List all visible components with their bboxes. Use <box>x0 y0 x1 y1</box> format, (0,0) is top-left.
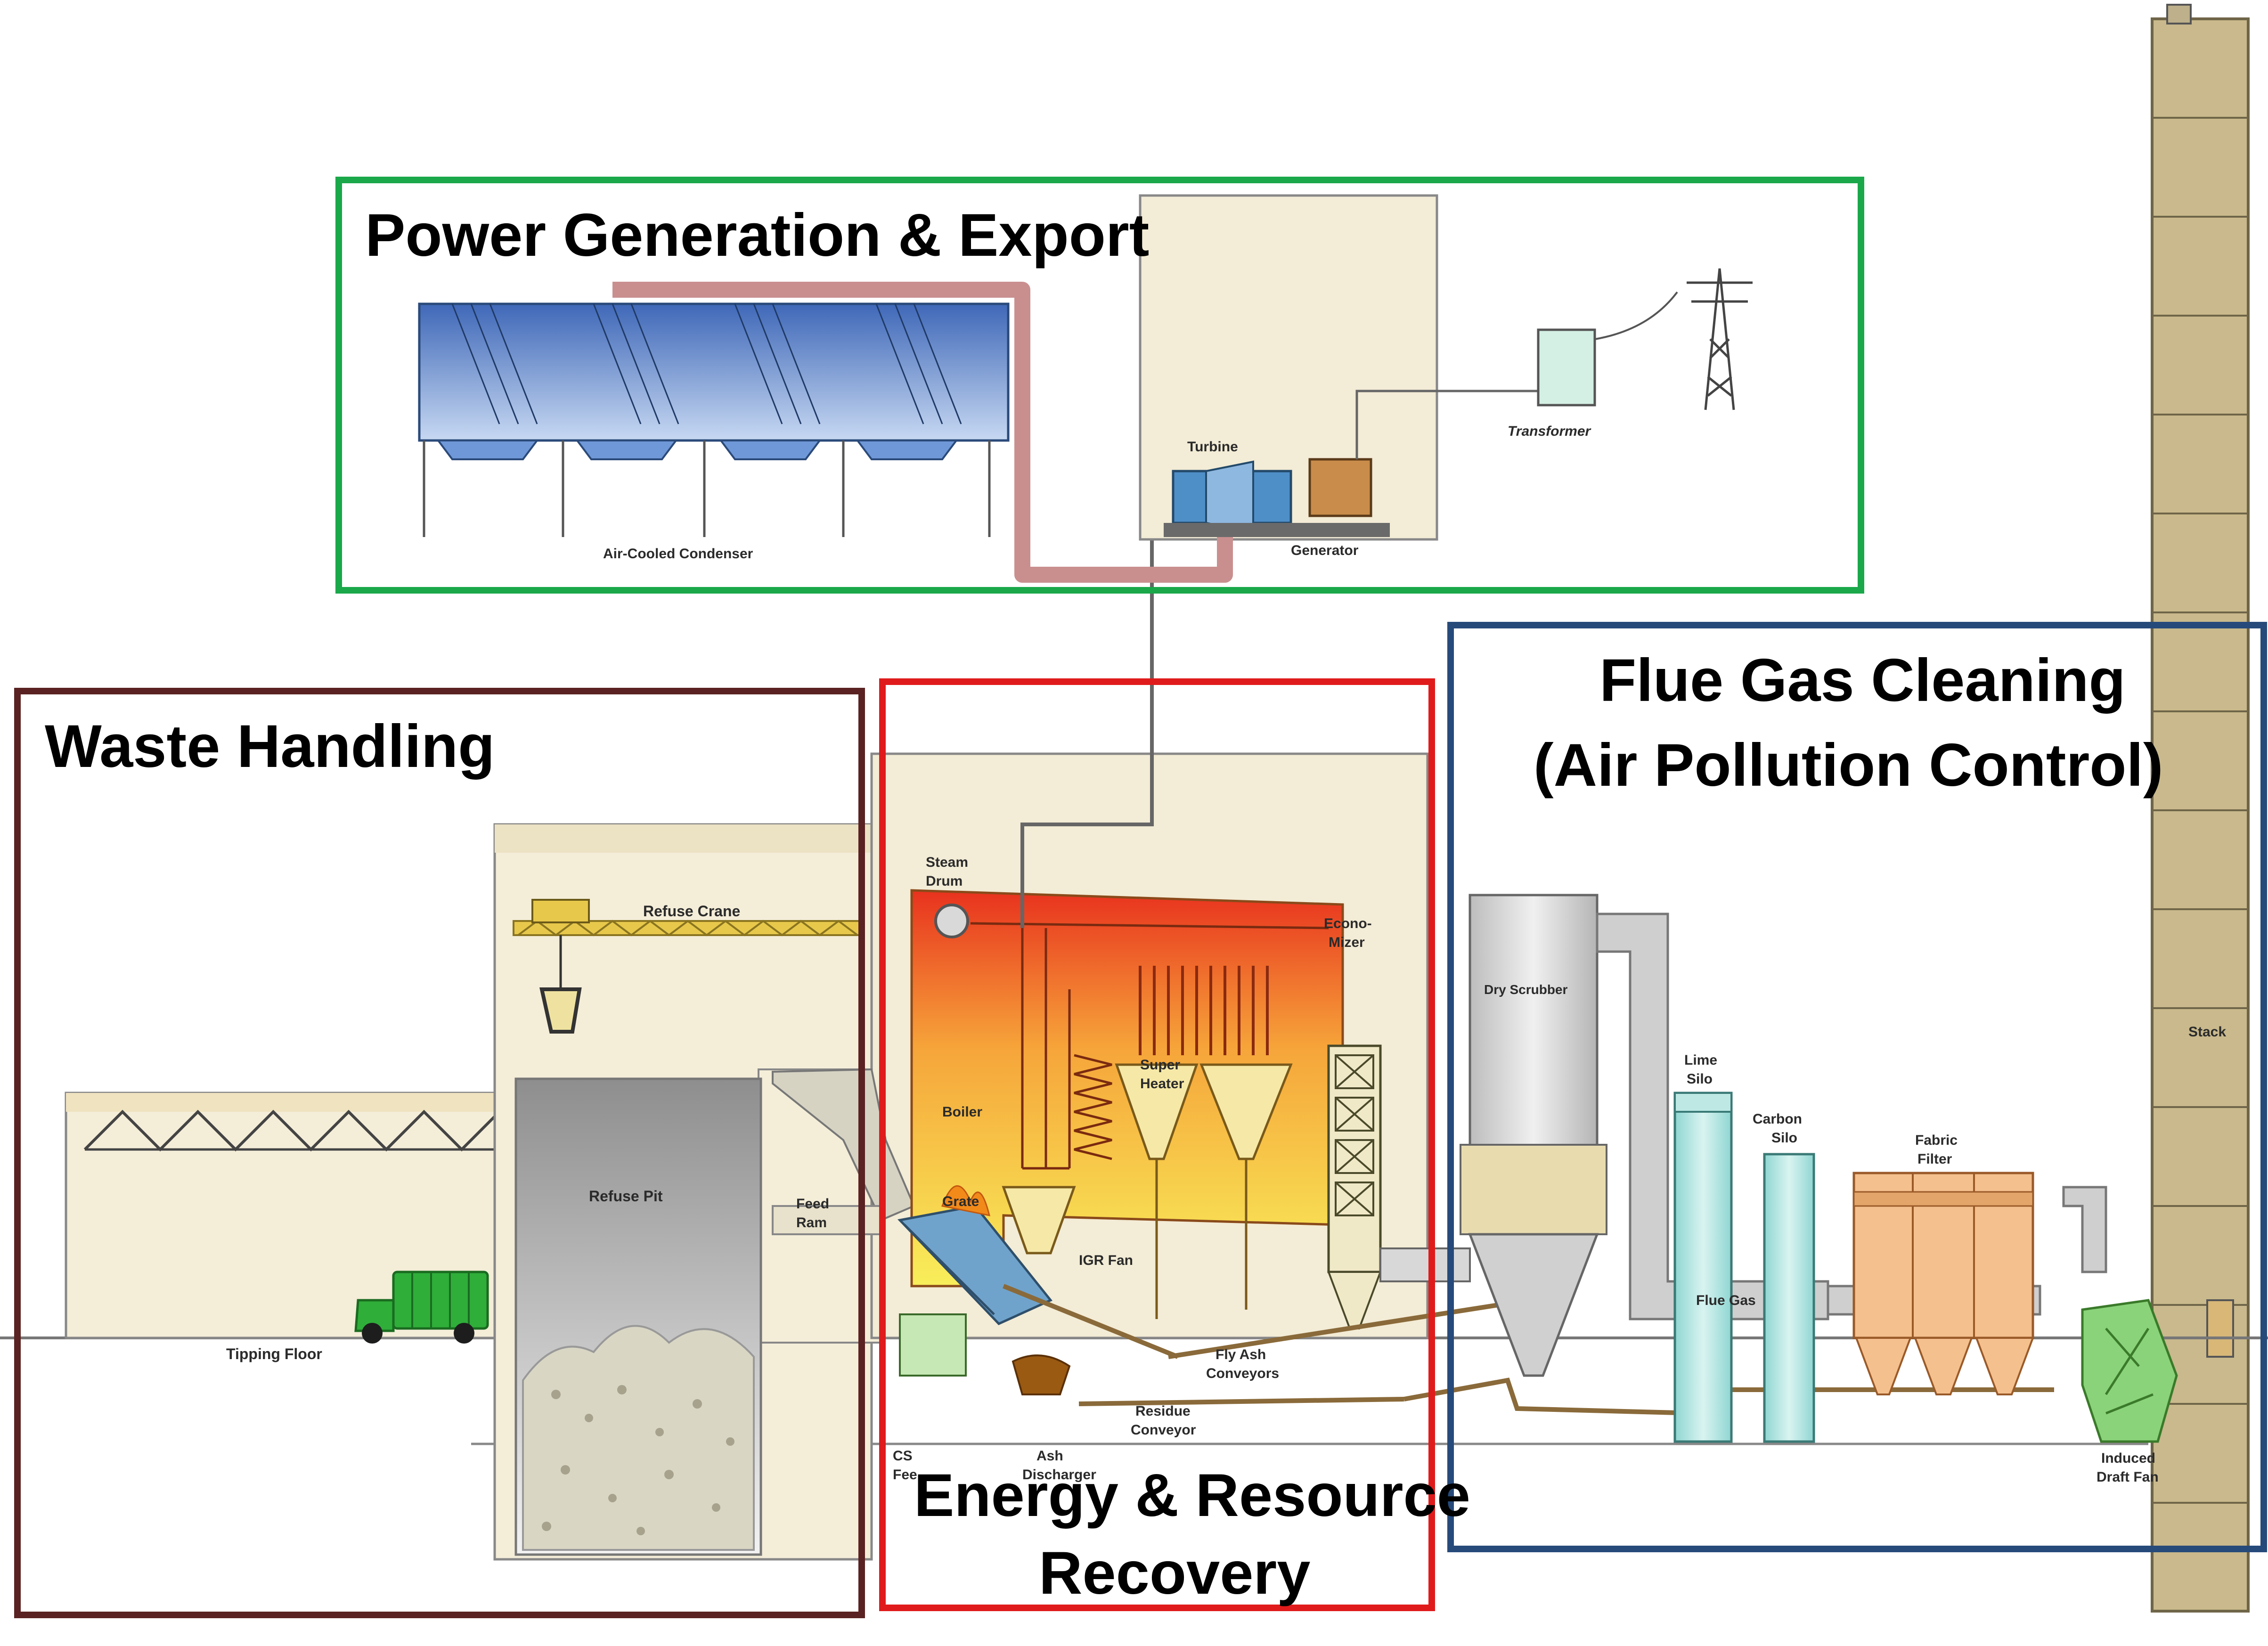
feed-ram-label-2: Ram <box>796 1215 827 1230</box>
exhaust-steam-duct <box>612 282 1233 583</box>
flue-gas-cleaning-box <box>1447 622 2267 1552</box>
boiler-label: Boiler <box>942 1104 982 1120</box>
grate <box>897 1185 1071 1395</box>
waste-handling-box <box>14 688 865 1618</box>
refuse-pit-label: Refuse Pit <box>589 1188 663 1205</box>
residue-conveyor-label-2: Conveyor <box>1131 1422 1196 1438</box>
turbine-label: Turbine <box>1187 439 1238 455</box>
carbon-silo <box>1763 1153 1815 1443</box>
fabric-filter-label-2: Filter <box>1917 1151 1952 1167</box>
generator-label: Generator <box>1291 543 1359 558</box>
air-cooled-condenser <box>418 302 1010 537</box>
cs-feed-label-2: Fee <box>893 1467 917 1483</box>
fly-ash-conveyors-label-2: Conveyors <box>1206 1366 1279 1381</box>
transformer <box>1537 291 1678 407</box>
feed-ram-label-1: Feed <box>796 1196 829 1212</box>
cs-feed-label-1: CS <box>893 1448 913 1464</box>
dry-scrubber <box>1379 894 1607 1377</box>
energy-recovery-box <box>879 678 1435 1611</box>
super-heater-label-2: Heater <box>1140 1076 1184 1092</box>
fly-ash-conveyors-label-1: Fly Ash <box>1216 1347 1266 1362</box>
dry-scrubber-label: Dry Scrubber <box>1484 982 1567 997</box>
waste-handling-title: Waste Handling <box>45 713 495 780</box>
grate-label: Grate <box>942 1194 979 1209</box>
induced-draft-fan-label-2: Draft Fan <box>2097 1469 2159 1485</box>
power-generation-title: Power Generation & Export <box>365 202 1150 269</box>
transmission-tower <box>1687 268 1753 410</box>
induced-draft-fan-label-1: Induced <box>2101 1450 2155 1466</box>
refuse-crane <box>513 899 863 1034</box>
carbon-silo-label-2: Silo <box>1771 1130 1797 1146</box>
economizer <box>1327 1044 1382 1329</box>
fabric-filter-label-1: Fabric <box>1915 1133 1958 1148</box>
steam-drum-label-2: Drum <box>926 873 963 889</box>
flue-gas-label: Flue Gas <box>1696 1293 1756 1308</box>
lime-silo-label-2: Silo <box>1687 1071 1713 1087</box>
induced-draft-fan <box>2081 1299 2178 1443</box>
stack <box>2151 4 2250 1613</box>
fabric-filter <box>1852 1172 2034 1395</box>
economizer-label-2: Mizer <box>1329 935 1365 950</box>
carbon-silo-label-1: Carbon <box>1753 1111 1802 1127</box>
economizer-label-1: Econo- <box>1324 916 1372 931</box>
refuse-crane-label: Refuse Crane <box>643 903 740 920</box>
refuse-pit <box>514 1077 762 1556</box>
igr-fan-label: IGR Fan <box>1079 1253 1133 1268</box>
air-cooled-condenser-label: Air-Cooled Condenser <box>603 546 753 562</box>
power-generation-box <box>335 177 1864 594</box>
garbage-truck <box>354 1271 489 1344</box>
tipping-floor-label: Tipping Floor <box>226 1345 322 1362</box>
lime-silo <box>1673 1092 1733 1443</box>
flue-gas-cleaning-title-line2: (Air Pollution Control) <box>1534 732 2163 799</box>
super-heater-label-1: Super <box>1140 1057 1180 1073</box>
stack-label: Stack <box>2188 1024 2226 1040</box>
flue-gas-cleaning-title-line1: Flue Gas Cleaning <box>1599 647 2126 714</box>
energy-recovery-title-line1: Energy & Resource <box>914 1462 1470 1529</box>
ash-discharger-label-1: Ash <box>1036 1448 1063 1464</box>
generator <box>1164 458 1390 537</box>
boiler <box>910 889 1344 1319</box>
lime-silo-label-1: Lime <box>1684 1052 1717 1068</box>
transformer-label: Transformer <box>1508 424 1592 439</box>
ash-discharger-label-2: Discharger <box>1022 1467 1096 1483</box>
residue-conveyor-label-1: Residue <box>1135 1403 1191 1419</box>
turbine <box>1172 460 1292 534</box>
energy-recovery-title-line2: Recovery <box>1039 1540 1311 1607</box>
steam-drum-label-1: Steam <box>926 855 968 870</box>
